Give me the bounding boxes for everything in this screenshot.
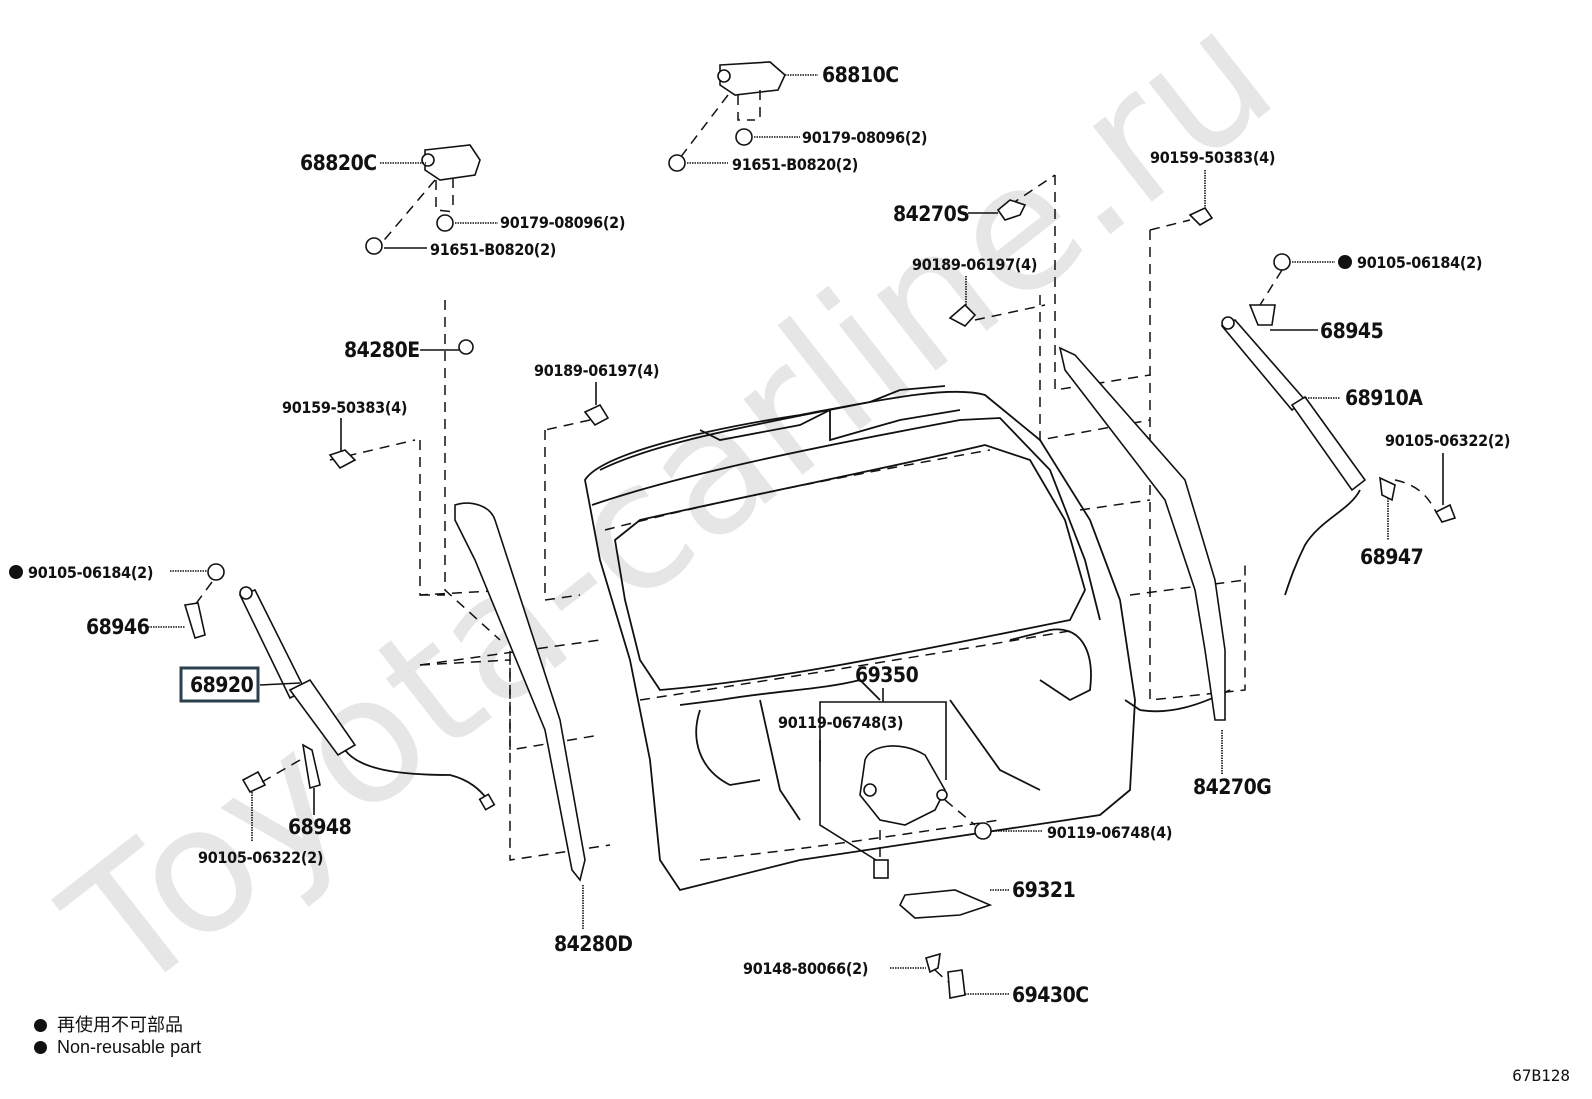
part-label-69321[interactable]: 69321 <box>1012 878 1076 902</box>
part-label-90105-06184-left[interactable]: 90105-06184(2) <box>28 563 153 582</box>
part-labels: 68820C 90179-08096(2) 91651-B0820(2) 688… <box>28 63 1510 1007</box>
part-label-68920[interactable]: 68920 <box>190 673 254 697</box>
part-label-90159-50383-right[interactable]: 90159-50383(4) <box>1150 148 1275 167</box>
back-door-panel <box>584 385 1231 892</box>
part-label-84270S[interactable]: 84270S <box>893 202 970 226</box>
diagram-code: 67B128 <box>1512 1066 1570 1085</box>
part-label-90105-06184-right[interactable]: 90105-06184(2) <box>1357 253 1482 272</box>
part-label-84270G[interactable]: 84270G <box>1193 775 1272 799</box>
hinge-68820C <box>379 144 481 246</box>
hinge-68810C <box>679 61 786 159</box>
fasteners <box>207 128 1457 974</box>
part-label-91651-B0820-right[interactable]: 91651-B0820(2) <box>732 155 858 174</box>
part-label-69430C[interactable]: 69430C <box>1012 983 1089 1007</box>
bracket-68947 <box>1379 476 1437 513</box>
watermark: Toyota-carline.ru <box>30 0 1309 1034</box>
part-label-90105-06322-right[interactable]: 90105-06322(2) <box>1385 431 1510 450</box>
lock-assembly-69350 <box>859 745 976 860</box>
clip-69430C <box>934 969 966 999</box>
strut-68920 <box>238 586 496 811</box>
legend-text-english: Non-reusable part <box>57 1037 202 1057</box>
part-label-68948[interactable]: 68948 <box>288 815 352 839</box>
part-label-68946[interactable]: 68946 <box>86 615 150 639</box>
non-reusable-marker-icon <box>34 1018 47 1032</box>
non-reusable-marker <box>1338 255 1352 269</box>
bracket-68946 <box>183 581 213 639</box>
legend-text-japanese: 再使用不可部品 <box>57 1015 183 1035</box>
legend-row-japanese: 再使用不可部品 <box>34 1014 201 1036</box>
non-reusable-marker-icon <box>34 1040 47 1054</box>
part-label-91651-B0820-left[interactable]: 91651-B0820(2) <box>430 240 556 259</box>
part-label-68910A[interactable]: 68910A <box>1345 386 1424 410</box>
weatherstrip-84270G <box>1058 346 1226 721</box>
bracket-68945 <box>1248 269 1283 326</box>
part-highlight-box <box>179 666 260 703</box>
part-label-90179-08096-right[interactable]: 90179-08096(2) <box>802 128 927 147</box>
part-label-84280D[interactable]: 84280D <box>554 932 633 956</box>
part-label-69350[interactable]: 69350 <box>855 663 919 687</box>
part-label-68947[interactable]: 68947 <box>1360 545 1424 569</box>
part-label-90179-08096-left[interactable]: 90179-08096(2) <box>500 213 625 232</box>
non-reusable-marker <box>9 565 23 579</box>
part-label-90159-50383-left[interactable]: 90159-50383(4) <box>282 398 407 417</box>
bracket-68948 <box>261 743 321 790</box>
legend: 再使用不可部品 Non-reusable part <box>34 1014 201 1058</box>
part-label-90189-06197-right[interactable]: 90189-06197(4) <box>912 255 1037 274</box>
legend-row-english: Non-reusable part <box>34 1036 201 1058</box>
part-label-68820C[interactable]: 68820C <box>300 151 377 175</box>
strut-68910A <box>1220 316 1367 596</box>
part-label-90148-80066[interactable]: 90148-80066(2) <box>743 959 868 978</box>
part-label-90119-06748-4[interactable]: 90119-06748(4) <box>1047 823 1172 842</box>
part-label-90119-06748-3[interactable]: 90119-06748(3) <box>778 713 903 732</box>
leader-lines <box>148 74 1444 995</box>
part-label-90105-06322-left[interactable]: 90105-06322(2) <box>198 848 323 867</box>
part-label-68810C[interactable]: 68810C <box>822 63 899 87</box>
cover-69321 <box>899 889 993 919</box>
part-label-90189-06197-left[interactable]: 90189-06197(4) <box>534 361 659 380</box>
part-label-68945[interactable]: 68945 <box>1320 319 1384 343</box>
part-label-84280E[interactable]: 84280E <box>344 338 420 362</box>
weatherstrip-84280D <box>454 502 586 882</box>
